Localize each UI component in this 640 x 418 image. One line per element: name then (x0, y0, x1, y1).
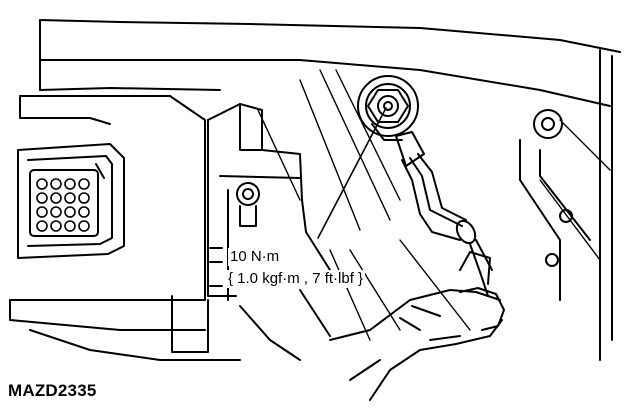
hand-illustration (329, 251, 505, 401)
sensor-nut (357, 75, 419, 141)
torque-value-nm: 10 N·m (228, 248, 282, 266)
right-bracket (519, 139, 591, 301)
shading-hatch (257, 69, 611, 341)
sensor-wiring (395, 131, 493, 297)
lower-block (171, 289, 331, 361)
figure-code: MAZD2335 (8, 381, 97, 400)
right-bolt (533, 109, 563, 139)
mounting-bracket (207, 103, 331, 301)
electrical-connector (17, 143, 125, 259)
body-panel-frame (39, 19, 621, 361)
callout-leader-line (317, 107, 387, 239)
engine-block-outline (9, 95, 241, 361)
torque-value-alt-units: { 1.0 kgf·m , 7 ft·lbf } (226, 270, 366, 288)
